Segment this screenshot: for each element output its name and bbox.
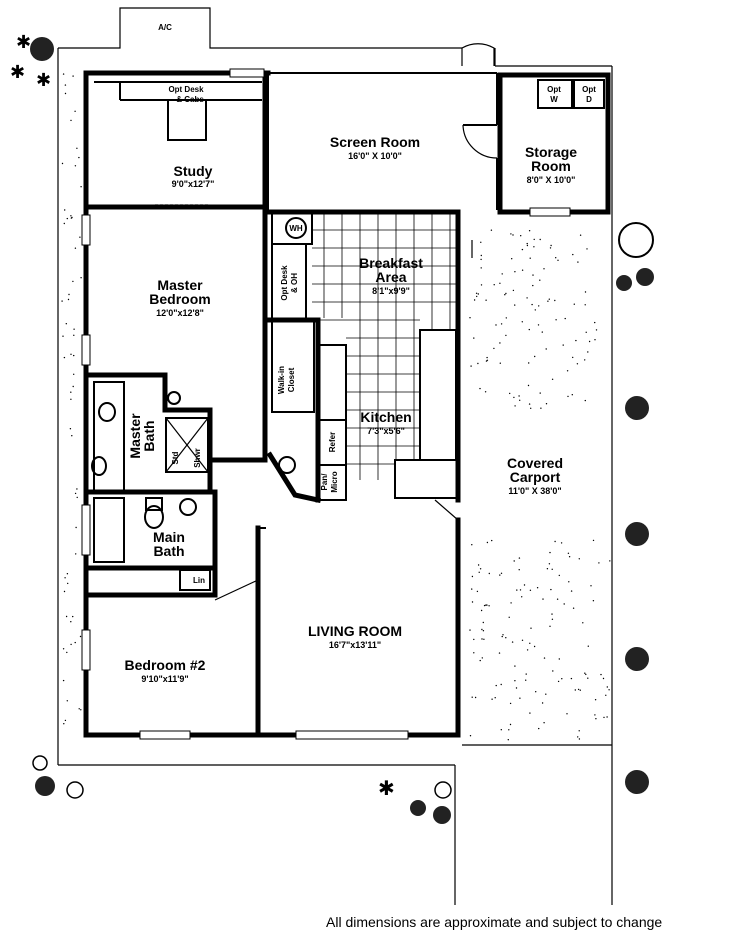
storage-room-outline [497, 72, 611, 215]
carport-label-b: Carport [510, 469, 561, 485]
landscape-shrubs: ✱ ✱ ✱ ✱ [10, 32, 654, 824]
storage-label-b: Room [531, 158, 571, 174]
walk-in-label-b: Closet [287, 367, 296, 392]
opt-desk-oh-label-b: & OH [290, 273, 299, 293]
walk-in-label-a: Walk-in [277, 366, 286, 394]
storage-dim: 8'0" X 10'0" [527, 175, 576, 185]
living-room-label: LIVING ROOM [308, 623, 402, 639]
main-bath-label-b: Bath [153, 543, 184, 559]
opt-desk-oh-label-a: Opt Desk [280, 265, 289, 301]
bedroom2-label: Bedroom #2 [125, 657, 206, 673]
study-dim: 9'0"x12'7" [172, 179, 215, 189]
master-bedroom-dim: 12'0"x12'8" [156, 308, 204, 318]
main-bath-label-a: Main [153, 529, 185, 545]
master-bedroom-label-a: Master [157, 277, 203, 293]
lin-label: Lin [193, 576, 205, 585]
carport-label-a: Covered [507, 455, 563, 471]
kitchen-label: Kitchen [360, 409, 411, 425]
opt-w-label-a: Opt [547, 85, 561, 94]
svg-text:✱: ✱ [10, 62, 25, 83]
kitchen-dim: 7'3"x5'6" [367, 426, 405, 436]
breakfast-label-b: Area [375, 269, 406, 285]
opt-w-label-b: W [550, 95, 558, 104]
std-label: Std [171, 451, 180, 464]
cabs-label: & Cabs [176, 95, 204, 104]
study-label: Study [174, 163, 213, 179]
svg-text:✱: ✱ [36, 70, 51, 91]
shwr-label: Shwr [193, 448, 202, 468]
living-room-dim: 16'7"x13'11" [329, 640, 381, 650]
breakfast-dim: 8'1"x9'9" [372, 286, 410, 296]
master-bedroom-label-b: Bedroom [149, 291, 210, 307]
opt-d-label-a: Opt [582, 85, 596, 94]
disclaimer-footnote: All dimensions are approximate and subje… [326, 914, 663, 930]
water-heater-label: WH [289, 224, 303, 233]
screen-room-dim: 16'0" X 10'0" [348, 151, 402, 161]
main-bath-walls [83, 489, 218, 598]
kitchen-walls [267, 209, 473, 503]
study-walls [83, 70, 268, 458]
master-bath-label-a: Master [127, 413, 143, 459]
room-labels: A/C Opt Desk & Cabs Study 9'0"x12'7" Scr… [125, 23, 597, 684]
lot-outline [57, 7, 613, 905]
ground-stipple [61, 73, 611, 741]
breakfast-label-a: Breakfast [359, 255, 423, 271]
opt-desk-label: Opt Desk [168, 85, 204, 94]
bedroom2-dim: 9'10"x11'9" [141, 674, 188, 684]
svg-text:✱: ✱ [378, 776, 395, 800]
pan-label-a: Pan/ [320, 473, 329, 491]
storage-label-a: Storage [525, 144, 577, 160]
living-walls [214, 499, 459, 738]
master-bath-walls [83, 372, 321, 503]
screen-room-outline [267, 72, 498, 212]
ac-label: A/C [158, 23, 172, 32]
screen-room-label: Screen Room [330, 134, 420, 150]
windows [81, 68, 571, 740]
svg-text:✱: ✱ [16, 32, 31, 53]
master-bath-label-b: Bath [141, 420, 157, 451]
breakfast-tile-grid [312, 214, 456, 480]
opt-d-label-b: D [586, 95, 592, 104]
carport-dim: 11'0" X 38'0" [508, 486, 561, 496]
pan-label-b: Micro [330, 471, 339, 492]
refer-label: Refer [328, 432, 337, 452]
